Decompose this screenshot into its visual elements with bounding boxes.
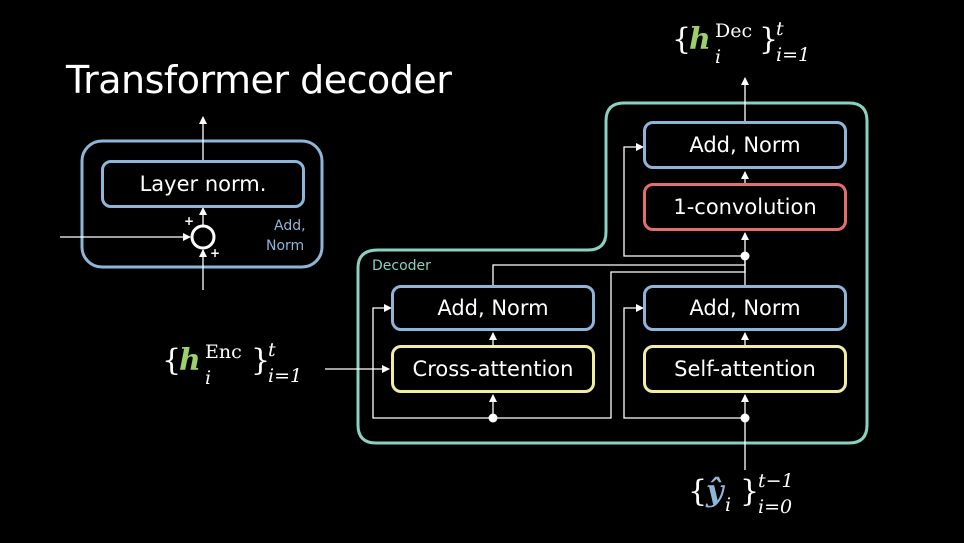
plus-sign-top: + — [184, 214, 195, 228]
decoder-frame — [356, 101, 869, 445]
math-subscript: i — [205, 367, 212, 389]
math-lower-limit: i=0 — [758, 496, 793, 518]
math-lower-limit: i=1 — [268, 365, 303, 387]
junction-dot-cross — [488, 413, 498, 423]
math-h-symbol: h — [179, 343, 201, 378]
math-open-brace: { — [162, 343, 182, 378]
math-upper-limit: t — [776, 18, 784, 40]
legend-sum-node — [190, 224, 216, 250]
math-superscript: Enc — [205, 341, 242, 363]
junction-dot-conv — [740, 251, 750, 261]
add-norm-legend-frame — [80, 139, 324, 269]
self-attention-box: Self-attention — [643, 345, 847, 393]
self-residual — [623, 304, 745, 419]
math-superscript: Dec — [715, 20, 753, 42]
cross-attention-box: Cross-attention — [391, 345, 595, 393]
cross-add-norm-box: Add, Norm — [391, 285, 595, 331]
math-y-hat-symbol: ŷ — [706, 474, 724, 509]
math-subscript: i — [715, 46, 722, 68]
add-norm-caption-line1: Add, — [274, 218, 306, 234]
math-upper-limit: t — [268, 339, 276, 361]
cross-residual — [372, 304, 493, 419]
math-close-brace: } — [251, 343, 271, 378]
cross-to-convolution-feed — [492, 264, 745, 285]
decoder-input-math: { ŷ i } t−1 i=0 — [688, 470, 818, 524]
self-add-norm-box: Add, Norm — [643, 285, 847, 331]
conv-add-norm-box: Add, Norm — [643, 121, 847, 169]
math-h-symbol: h — [689, 22, 711, 57]
junction-dot-self — [740, 413, 750, 423]
math-upper-limit: t−1 — [758, 470, 794, 492]
plus-sign-bottom: + — [210, 246, 221, 260]
math-subscript: i — [725, 494, 732, 516]
math-close-brace: } — [759, 22, 779, 57]
self-to-cross-feed — [493, 256, 746, 419]
math-open-brace: { — [688, 474, 708, 509]
add-norm-caption-line2: Norm — [266, 238, 305, 254]
layer-norm-box: Layer norm. — [101, 160, 305, 208]
math-lower-limit: i=1 — [776, 44, 811, 66]
decoder-output-math: { h Dec i } t i=1 — [672, 18, 832, 72]
convolution-box: 1-convolution — [643, 183, 847, 231]
conv-residual — [623, 143, 745, 257]
math-close-brace: } — [740, 474, 760, 509]
math-open-brace: { — [672, 22, 692, 57]
encoder-input-math: { h Enc i } t i=1 — [162, 339, 327, 393]
decoder-label: Decoder — [372, 258, 431, 274]
page-title: Transformer decoder — [66, 58, 452, 102]
